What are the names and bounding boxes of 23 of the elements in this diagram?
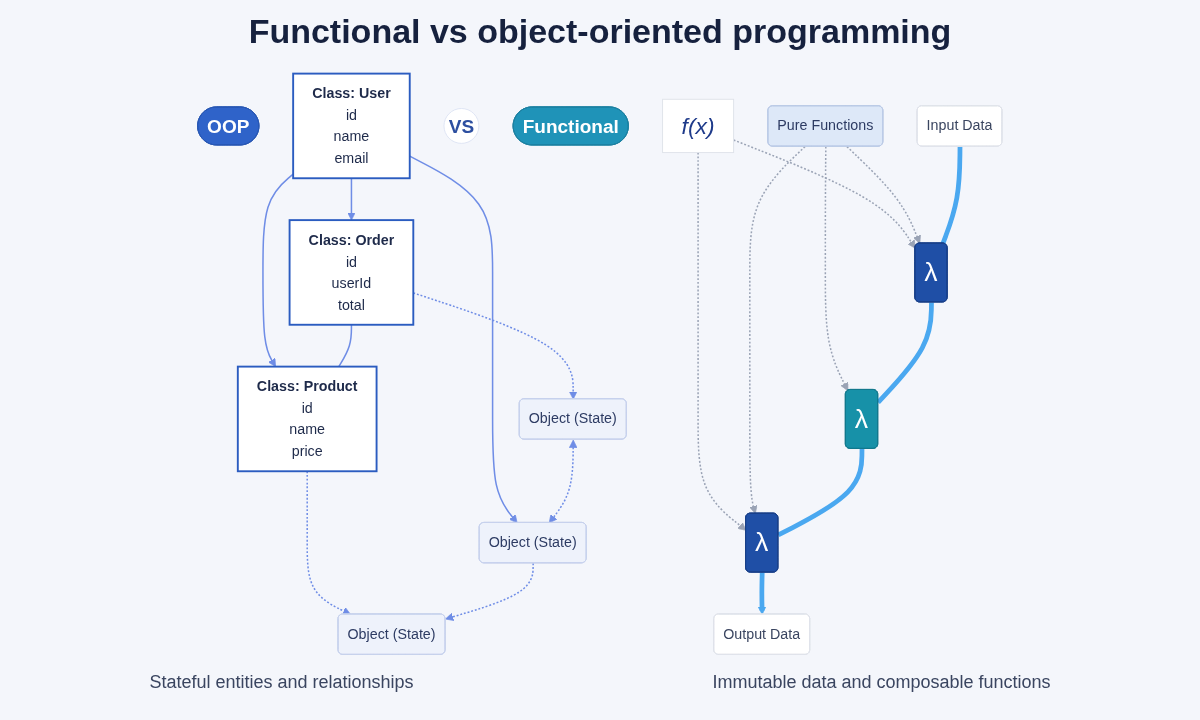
connector xyxy=(940,146,963,245)
connector xyxy=(876,302,935,404)
arrow xyxy=(824,145,849,392)
arrow xyxy=(846,145,922,244)
arrow xyxy=(758,572,767,615)
arrow xyxy=(549,439,578,524)
caption-text: Stateful entities and relationships xyxy=(149,672,414,693)
arrow xyxy=(733,139,916,249)
caption-text: Immutable data and composable functions xyxy=(712,672,1051,693)
arrow xyxy=(347,177,356,221)
node-box: Class: User id name email xyxy=(292,72,411,180)
arrow xyxy=(445,562,535,621)
arrow xyxy=(409,155,518,524)
node-box: Class: Product id name price xyxy=(237,365,378,473)
connector xyxy=(338,324,353,368)
node-circle: VS xyxy=(443,108,480,144)
arrow xyxy=(749,145,806,514)
connector xyxy=(777,448,865,538)
node-box: f(x) xyxy=(662,98,735,154)
arrow xyxy=(697,151,747,531)
arrow xyxy=(306,470,352,615)
title: Functional vs object-oriented programming xyxy=(247,12,953,51)
node-box: Class: Order id userId total xyxy=(288,219,415,326)
